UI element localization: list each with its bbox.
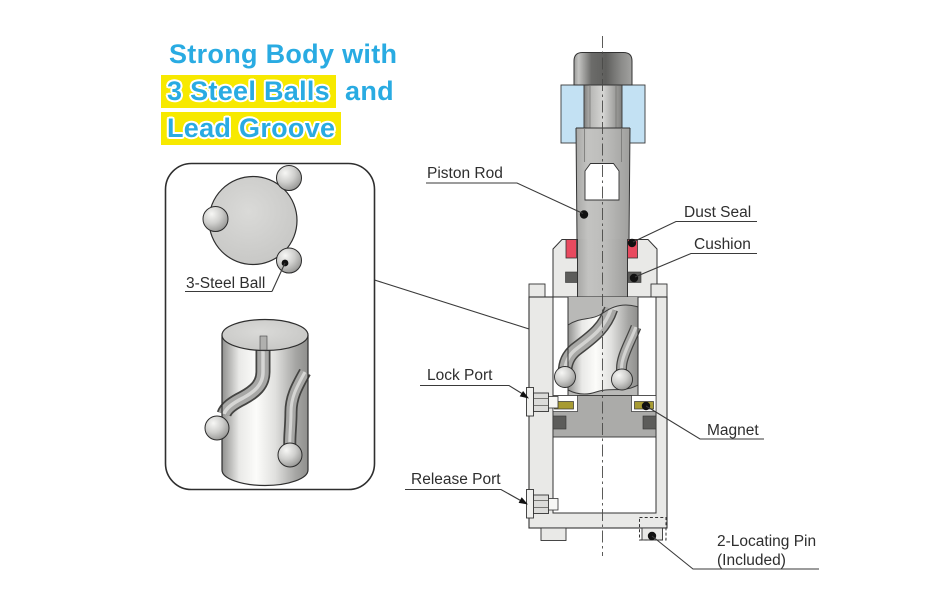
port-nut [533,494,549,514]
arrow-icon [518,497,528,505]
label-piston-rod: Piston Rod [427,165,503,182]
port-nut-facets [533,500,549,508]
rod-through-gland-edges [577,239,628,297]
label-locating-pin-line2: (Included) [717,552,786,569]
steel-ball-icon [204,415,230,441]
thread-shank-lines [584,129,622,162]
headline: Strong Body with 3 Steel Balls and Lead G… [161,36,397,147]
leader-dot [579,210,589,219]
arrow-icon [519,391,529,399]
wrench-flat-notch [584,163,620,201]
piston-rod-outline [575,127,631,241]
headline-steel-balls: 3 Steel Balls [161,75,336,108]
label-locating-pin-line1: 2-Locating Pin [717,533,816,550]
headline-line1: Strong Body with [169,39,398,69]
lead-groove-cylinder [204,318,311,487]
bumper-left [552,415,567,430]
callout-box: 3-Steel Ball [164,162,576,491]
locating-pin [639,517,667,541]
label-release-port: Release Port [411,471,501,488]
bumper-right [642,415,657,430]
groove-slit [259,335,268,351]
steel-ball-icon [611,368,633,391]
release-port-fitting [526,489,559,519]
label-cushion: Cushion [694,236,751,253]
annotations: Piston Rod Dust Seal Cushion Lock Port M… [405,165,819,570]
leader-dot [629,273,639,283]
piston-assembly [554,297,642,396]
port-nut [533,392,549,412]
lead-groove-main-left-highlight [563,308,613,373]
headline-and: and [345,76,394,106]
leader-dot [627,238,637,248]
cushion-left [565,271,578,283]
lead-groove-left-highlight [222,340,265,415]
body-rim-right [650,283,668,298]
lock-port-fitting [526,387,559,417]
steel-balls-top-view [202,165,302,274]
steel-ball-icon [277,442,303,468]
leader-line [632,220,757,243]
leader-line [645,405,764,440]
leader-line [651,535,819,570]
port-tip [548,498,559,511]
piston-top-wave [567,304,639,326]
cylinder-top-face [221,318,309,352]
leader-line [405,488,526,504]
foot-left [540,527,567,541]
dust-seal-left [565,239,577,259]
steel-ball-icon [202,206,229,232]
body-rim-left [528,283,546,298]
label-dust-seal: Dust Seal [684,204,751,221]
steel-ball-annotation: 3-Steel Ball [185,259,289,293]
piston-block [552,395,657,438]
leader-line [185,262,286,293]
label-lock-port: Lock Port [427,367,493,384]
leader-line [420,384,527,397]
label-steel-ball: 3-Steel Ball [186,275,265,292]
port-tip [548,396,559,409]
thread-lines [589,86,617,128]
steel-ball-icon [276,165,302,191]
label-magnet: Magnet [707,422,759,439]
port-plate [526,387,534,417]
port-plate [526,489,534,519]
lead-groove-right-highlight [288,371,307,450]
port-nut-facets [533,398,549,406]
leader-line [426,182,584,214]
bolt-head [573,52,633,86]
steel-ball-icon [276,247,302,274]
cylinder-section-view [526,36,668,556]
leader-line [634,252,757,278]
steel-ball-icon [554,366,576,388]
cylinder-outline [221,335,309,487]
headline-lead-groove: Lead Groove [161,112,342,145]
